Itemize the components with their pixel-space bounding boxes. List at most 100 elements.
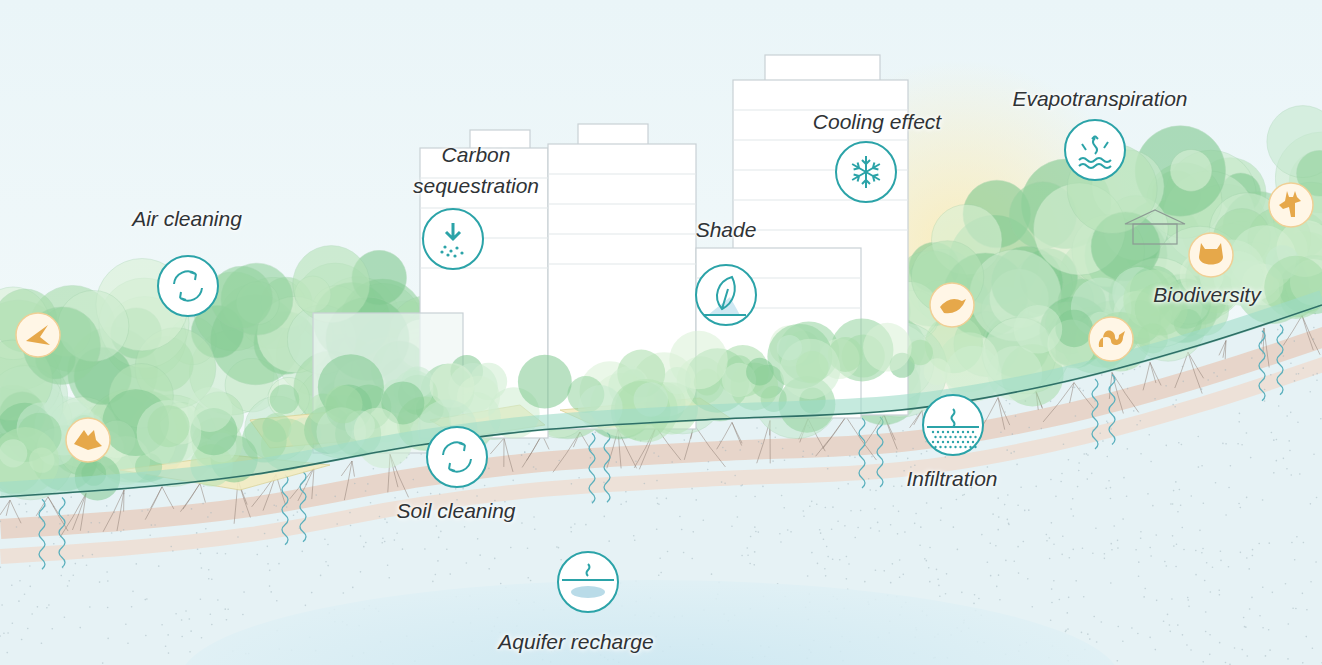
speckle [758, 441, 760, 443]
speckle [200, 598, 202, 600]
speckle [243, 591, 245, 593]
water-drip [1109, 374, 1115, 444]
root [1074, 383, 1094, 409]
speckle [1093, 616, 1095, 618]
speckle [1, 604, 3, 606]
speckle [53, 543, 55, 545]
speckle [870, 527, 872, 529]
root [48, 497, 59, 514]
speckle [1138, 575, 1140, 577]
speckle [616, 461, 618, 463]
speckle [780, 541, 782, 543]
speckle [524, 451, 526, 453]
speckle [149, 534, 151, 536]
speckle [1197, 436, 1199, 438]
speckle [146, 598, 148, 600]
speckle [190, 630, 192, 632]
speckle [1087, 478, 1089, 480]
speckle [1183, 549, 1185, 551]
speckle [237, 536, 239, 538]
speckle [19, 580, 21, 582]
floor-lines [420, 110, 908, 308]
speckle [479, 554, 481, 556]
speckle [430, 493, 432, 495]
speckle [1219, 642, 1221, 644]
speckle [402, 548, 404, 550]
speckle [242, 511, 244, 513]
speckle [890, 582, 892, 584]
icon-part [446, 253, 449, 256]
speckle [1117, 547, 1119, 549]
icon-ring [1065, 120, 1125, 180]
speckle [992, 513, 994, 515]
speckle [683, 552, 685, 554]
icon-ring [923, 395, 983, 455]
root [998, 398, 1005, 430]
speckle [46, 607, 48, 609]
speckle [132, 591, 134, 593]
speckle [683, 439, 685, 441]
speckle [1310, 581, 1312, 583]
speckle [854, 457, 856, 459]
speckle [276, 600, 278, 602]
speckle [125, 623, 127, 625]
speckle [754, 551, 756, 553]
speckle [1188, 606, 1190, 608]
root [183, 483, 200, 509]
speckle [1195, 574, 1197, 576]
speckle [1050, 479, 1052, 481]
speckle [1089, 638, 1091, 640]
speckle [1277, 329, 1279, 331]
speckle [667, 551, 669, 553]
speckle [59, 523, 61, 525]
speckle [940, 507, 942, 509]
speckle [1110, 498, 1112, 500]
lawn-strip [0, 298, 1322, 490]
speckle [382, 537, 384, 539]
speckle [848, 563, 850, 565]
speckle [658, 503, 660, 505]
speckle [466, 562, 468, 564]
root [1219, 340, 1226, 355]
speckle [1060, 481, 1062, 483]
speckle [755, 531, 757, 533]
speckle [1046, 534, 1048, 536]
speckle [512, 480, 514, 482]
speckle [571, 483, 573, 485]
speckle [99, 581, 101, 583]
speckle [1220, 560, 1222, 562]
speckle [915, 513, 917, 515]
speckle [305, 605, 307, 607]
speckle [1175, 399, 1177, 401]
speckle [590, 457, 592, 459]
root [10, 500, 21, 523]
speckle [1110, 428, 1112, 430]
speckle [510, 547, 512, 549]
speckle [892, 505, 894, 507]
speckle [1165, 385, 1167, 387]
speckle [350, 525, 352, 527]
speckle [1246, 655, 1248, 657]
speckle [1099, 432, 1101, 434]
speckle [1110, 582, 1112, 584]
speckle [363, 546, 365, 548]
speckle [996, 586, 998, 588]
speckle [1117, 540, 1119, 542]
speckle [803, 450, 805, 452]
speckle [0, 635, 1, 637]
speckle [1182, 634, 1184, 636]
root [732, 422, 742, 445]
speckle [1252, 555, 1254, 557]
speckle [1139, 366, 1141, 368]
speckle [750, 536, 752, 538]
icon-part [717, 277, 735, 309]
speckle [897, 533, 899, 535]
speckle [1262, 499, 1264, 501]
shrub [796, 351, 829, 384]
speckle [1278, 405, 1280, 407]
speckle [352, 587, 354, 589]
speckle [608, 540, 610, 542]
speckle [1316, 380, 1318, 382]
speckle [1285, 583, 1287, 585]
speckle [1144, 588, 1146, 590]
